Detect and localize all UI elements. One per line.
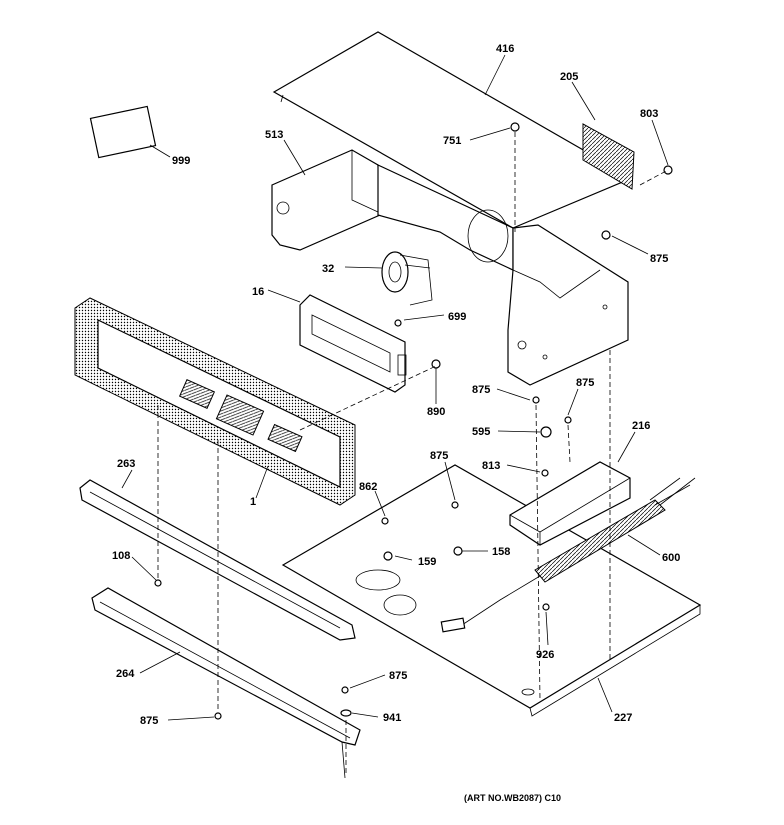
vent-grille-205 (582, 123, 635, 190)
callout-699: 699 (448, 311, 466, 323)
callout-595: 595 (472, 426, 490, 438)
art-number: (ART NO.WB2087) C10 (464, 793, 561, 803)
bracket-264 (91, 587, 361, 779)
callout-158: 158 (492, 546, 510, 558)
callout-875-bottom-b: 875 (140, 715, 158, 727)
assembly-lines (157, 132, 669, 775)
rear-panel-513 (271, 149, 381, 251)
callout-803: 803 (640, 108, 658, 120)
wire-harness-600 (440, 477, 696, 633)
callout-416: 416 (496, 43, 514, 55)
callout-labels: 416 205 803 751 513 999 875 32 16 699 89… (112, 43, 680, 803)
callout-159: 159 (418, 556, 436, 568)
hardware-screws (89, 105, 673, 720)
callout-875-mid-b: 875 (576, 377, 594, 389)
callout-108: 108 (112, 550, 130, 562)
callout-926: 926 (536, 649, 554, 661)
callout-600: 600 (662, 552, 680, 564)
callout-999: 999 (172, 155, 190, 167)
callout-263: 263 (117, 458, 135, 470)
callout-264: 264 (116, 668, 135, 680)
leader-lines (121, 54, 669, 721)
trim-strip-263 (79, 479, 356, 641)
callout-875-right-top: 875 (650, 253, 668, 265)
callout-216: 216 (632, 420, 650, 432)
callout-1: 1 (250, 496, 256, 508)
cabinet-body (377, 164, 629, 386)
junction-box-216 (509, 461, 631, 546)
base-plate-227 (281, 464, 702, 717)
fan-motor-32 (381, 251, 433, 306)
callout-813: 813 (482, 460, 500, 472)
callout-875-bottom-a: 875 (389, 670, 407, 682)
display-board-16 (299, 294, 407, 393)
callout-941: 941 (383, 712, 401, 724)
callout-890: 890 (427, 406, 445, 418)
control-panel-1 (74, 297, 356, 506)
callout-513: 513 (265, 129, 283, 141)
callout-16: 16 (252, 286, 264, 298)
callout-205: 205 (560, 71, 578, 83)
callout-32: 32 (322, 263, 334, 275)
callout-227: 227 (614, 712, 632, 724)
callout-875-mid-a: 875 (472, 384, 490, 396)
callout-875-mid-c: 875 (430, 450, 448, 462)
callout-751: 751 (443, 135, 461, 147)
callout-862: 862 (359, 481, 377, 493)
